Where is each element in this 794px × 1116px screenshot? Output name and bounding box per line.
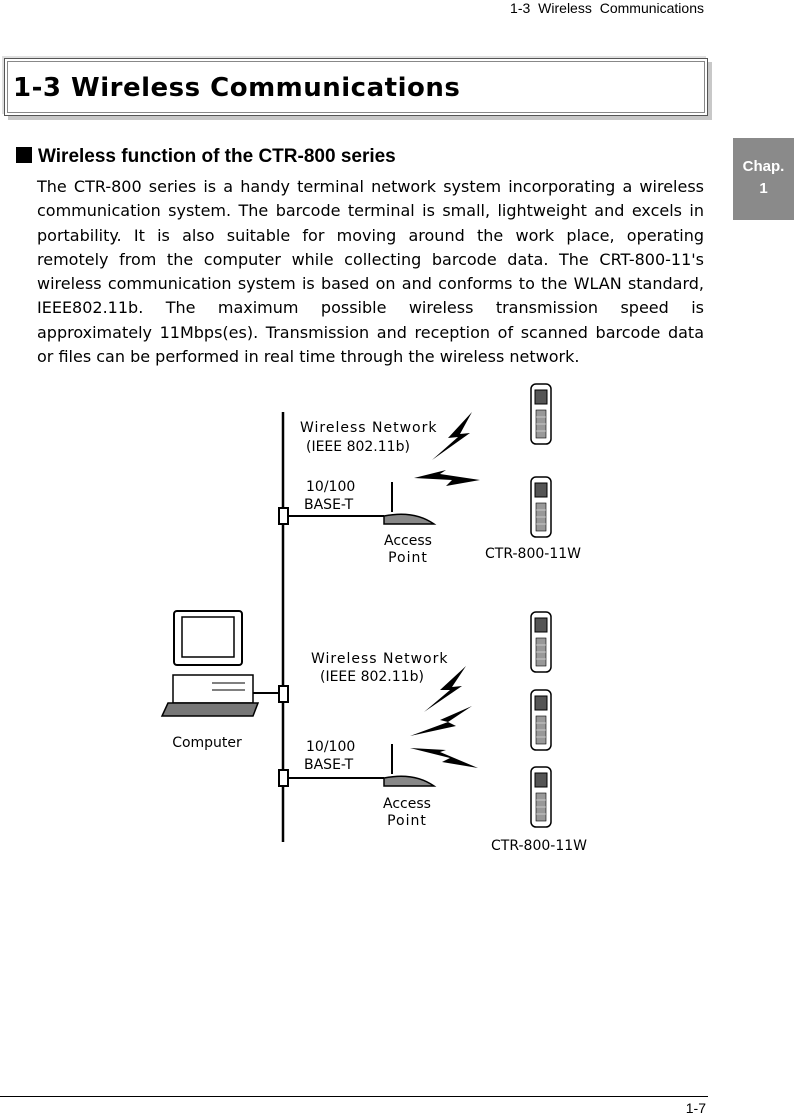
access-point-label: Point	[388, 550, 428, 566]
cable-label: BASE-T	[304, 497, 354, 513]
network-label: Wireless Network	[300, 420, 437, 436]
lightning-bolt-icon	[432, 412, 472, 460]
connector-port	[278, 685, 289, 703]
handheld-terminal-icon	[530, 611, 552, 673]
access-point-label: Point	[387, 813, 427, 829]
network-label: Wireless Network	[311, 651, 448, 667]
terminal-label: CTR-800-11W	[485, 546, 581, 562]
access-point-icon	[383, 481, 435, 525]
handheld-terminal-icon	[530, 689, 552, 751]
square-bullet-icon	[16, 147, 32, 163]
network-standard-label: (IEEE 802.11b)	[320, 669, 424, 685]
paragraph-line: wireless communication system is based o…	[37, 274, 704, 294]
computer-label: Computer	[172, 735, 242, 751]
connector-port	[278, 769, 289, 787]
lightning-bolt-icon	[424, 666, 466, 712]
page-number: 1-7	[685, 1100, 706, 1116]
footer-divider	[0, 1096, 708, 1097]
paragraph-line: portability. It is also suitable for mov…	[37, 225, 704, 245]
terminal-label: CTR-800-11W	[491, 838, 587, 854]
network-standard-label: (IEEE 802.11b)	[306, 439, 410, 455]
cable-label: 10/100	[306, 479, 355, 495]
lightning-bolt-icon	[410, 748, 478, 768]
handheld-terminal-icon	[530, 383, 552, 445]
running-header: 1-3 Wireless Communications	[510, 0, 704, 16]
body-paragraph: The CTR-800 series is a handy terminal n…	[37, 175, 704, 369]
connector-port	[278, 507, 289, 525]
handheld-terminal-icon	[530, 476, 552, 538]
paragraph-line: or files can be performed in real time t…	[37, 347, 580, 367]
paragraph-line: communication system. The barcode termin…	[37, 201, 704, 221]
lightning-bolt-icon	[410, 706, 472, 736]
computer-icon	[160, 610, 280, 717]
paragraph-line: remotely from the computer while collect…	[37, 249, 704, 269]
paragraph-line: approximately 11Mbps(es). Transmission a…	[37, 322, 704, 342]
page-title: 1-3 Wireless Communications	[13, 73, 461, 103]
chapter-tab[interactable]: Chap. 1	[733, 138, 794, 220]
paragraph-line: The CTR-800 series is a handy terminal n…	[37, 177, 704, 196]
cable-label: BASE-T	[304, 757, 354, 773]
paragraph-line: IEEE802.11b. The maximum possible wirele…	[37, 298, 704, 318]
handheld-terminal-icon	[530, 766, 552, 828]
access-point-label: Access	[383, 796, 431, 812]
lightning-bolt-icon	[414, 470, 480, 486]
access-point-label: Access	[384, 533, 432, 549]
chapter-tab-number: 1	[759, 180, 768, 197]
section-heading: Wireless function of the CTR-800 series	[16, 146, 396, 168]
chapter-tab-label: Chap.	[742, 158, 785, 175]
cable-label: 10/100	[306, 739, 355, 755]
section-heading-text: Wireless function of the CTR-800 series	[38, 146, 396, 167]
section-title-box: 1-3 Wireless Communications	[4, 58, 708, 116]
